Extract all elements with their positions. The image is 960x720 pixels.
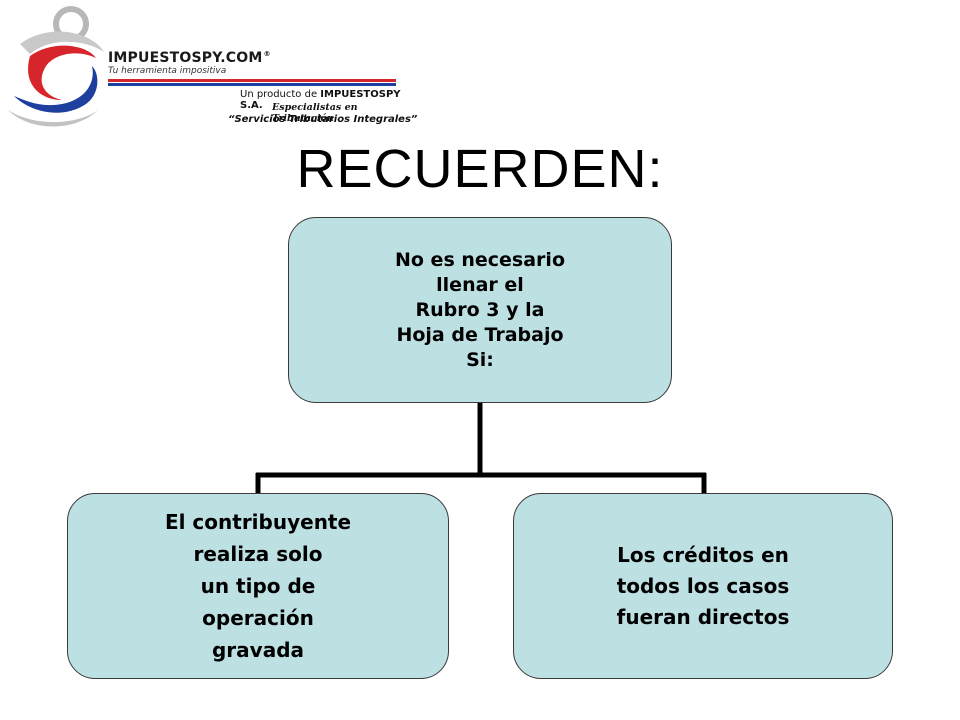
node-left-text: El contribuyente realiza solo un tipo de… (164, 510, 352, 662)
diagram-node-right: Los créditos en todos los casos fueran d… (513, 493, 893, 679)
company-logo: IMPUESTOSPY.COM® Tu herramienta impositi… (0, 0, 420, 140)
logo-swoosh-icon (8, 6, 104, 127)
slide-title: RECUERDEN: (296, 139, 664, 199)
logo-stripe-red (108, 79, 396, 82)
logo-brand: IMPUESTOSPY.COM® (108, 50, 271, 66)
node-right-text: Los créditos en todos los casos fueran d… (616, 542, 790, 629)
logo-producto: Un producto de IMPUESTOSPY S.A. (240, 89, 401, 111)
logo-tagline: Tu herramienta impositiva (108, 66, 227, 76)
logo-servicios: “Servicios Tributarios Integrales” (228, 114, 418, 125)
logo-especialistas: Especialistas en Tributación (272, 102, 358, 124)
diagram-node-left: El contribuyente realiza solo un tipo de… (67, 493, 449, 679)
diagram-node-root: No es necesario llenar el Rubro 3 y la H… (288, 217, 672, 403)
node-root-text: No es necesario llenar el Rubro 3 y la H… (394, 248, 565, 371)
logo-stripe-blue (108, 83, 396, 86)
